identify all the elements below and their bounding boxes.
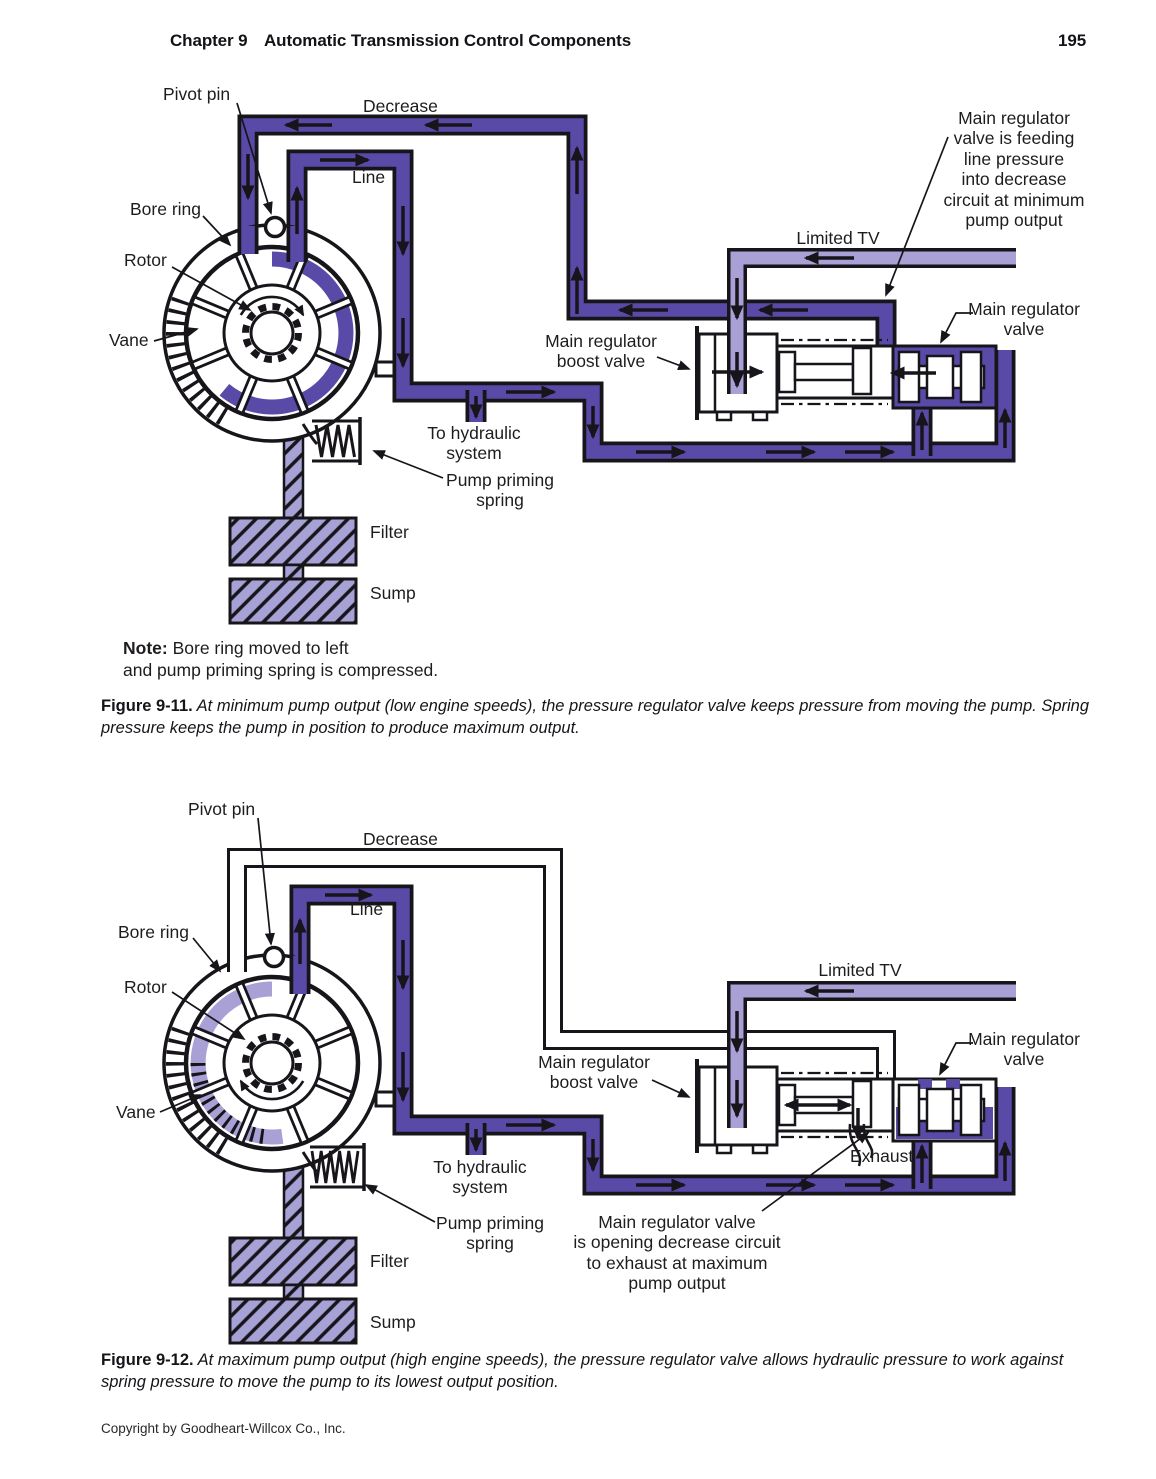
fig2-pump-assembly	[162, 944, 396, 1345]
label-limited-tv-2: Limited TV	[818, 960, 902, 980]
label-rotor-2: Rotor	[124, 977, 167, 997]
label-filter-2: Filter	[370, 1251, 409, 1271]
chapter-label: Chapter 9	[170, 31, 248, 50]
page-number: 195	[1058, 31, 1087, 50]
caption-text: At minimum pump output (low engine speed…	[101, 697, 1090, 737]
fig1-spline-gear	[242, 303, 302, 363]
figure-9-12-caption: Figure 9-12. At maximum pump output (hig…	[101, 1350, 1101, 1394]
label-filter: Filter	[370, 522, 409, 542]
label-decrease: Decrease	[363, 96, 438, 116]
label-line: Line	[352, 167, 386, 187]
fig2-priming-spring	[301, 1143, 366, 1191]
figure-9-11-caption: Figure 9-11. At minimum pump output (low…	[101, 696, 1101, 740]
fig2-pivot-pin	[262, 945, 286, 969]
label-sump: Sump	[370, 583, 416, 603]
fig2-sump-block	[228, 1297, 358, 1345]
fig2-flow-arrows	[293, 888, 1012, 1192]
fig1-pivot-pin	[263, 215, 287, 239]
label-boost-valve: Main regulator boost valve	[545, 331, 657, 372]
label-pivot-pin-2: Pivot pin	[188, 799, 256, 819]
label-bore-ring-2: Bore ring	[118, 922, 190, 942]
fig2-spline-gear	[242, 1033, 302, 1093]
figure-9-11-note: Note: Bore ring moved to left and pump p…	[123, 637, 438, 682]
fig2-decrease-pipe-empty	[227, 848, 896, 1081]
caption-text-2: At maximum pump output (high engine spee…	[101, 1351, 1064, 1391]
fig2-rotation-arrow	[239, 1079, 305, 1101]
label-vane: Vane	[109, 330, 149, 350]
fig1-pump-assembly	[162, 215, 396, 625]
label-sump-2: Sump	[370, 1312, 416, 1332]
fig1-leader-lines	[153, 102, 973, 479]
figure-9-12-diagram	[159, 817, 1016, 1345]
fig1-flow-arrows	[241, 118, 1012, 459]
figure-label: Figure 9-11.	[101, 697, 193, 715]
label-main-regulator-valve-2: Main regulator valve	[968, 1029, 1080, 1070]
label-limited-tv: Limited TV	[796, 228, 880, 248]
label-vane-2: Vane	[116, 1102, 156, 1122]
label-exhaust: Exhaust	[850, 1146, 914, 1166]
copyright-line: Copyright by Goodheart-Willcox Co., Inc.	[101, 1421, 346, 1436]
label-to-hydraulic-2: To hydraulic system	[433, 1157, 527, 1198]
fig1-filter-block	[228, 516, 358, 567]
label-opening-note: Main regulator valve is opening decrease…	[573, 1212, 781, 1294]
fig2-exhaust-spout	[848, 1123, 862, 1167]
label-to-hydraulic: To hydraulic system	[427, 423, 521, 464]
label-main-regulator-valve: Main regulator valve	[968, 299, 1080, 340]
label-pump-priming: Pump priming spring	[446, 470, 554, 511]
fig2-leader-lines	[159, 817, 973, 1223]
label-line-2: Line	[350, 899, 384, 919]
figure-9-11-diagram	[153, 102, 1016, 625]
label-pivot-pin: Pivot pin	[163, 84, 231, 104]
fig1-priming-spring	[301, 417, 362, 465]
page-title: Automatic Transmission Control Component…	[264, 31, 632, 50]
label-rotor: Rotor	[124, 250, 167, 270]
note-label: Note:	[123, 638, 168, 658]
figure-label-2: Figure 9-12.	[101, 1351, 194, 1369]
label-decrease-2: Decrease	[363, 829, 438, 849]
label-bore-ring: Bore ring	[130, 199, 202, 219]
fig2-filter-block	[228, 1236, 358, 1287]
fig1-sump-block	[228, 577, 358, 625]
fig1-limited-tv-pipe	[727, 248, 1016, 394]
label-feeding-note: Main regulator valve is feeding line pre…	[943, 108, 1085, 231]
label-boost-valve-2: Main regulator boost valve	[538, 1052, 650, 1093]
label-pump-priming-2: Pump priming spring	[436, 1213, 544, 1254]
note-text: Bore ring moved to left and pump priming…	[123, 638, 439, 681]
